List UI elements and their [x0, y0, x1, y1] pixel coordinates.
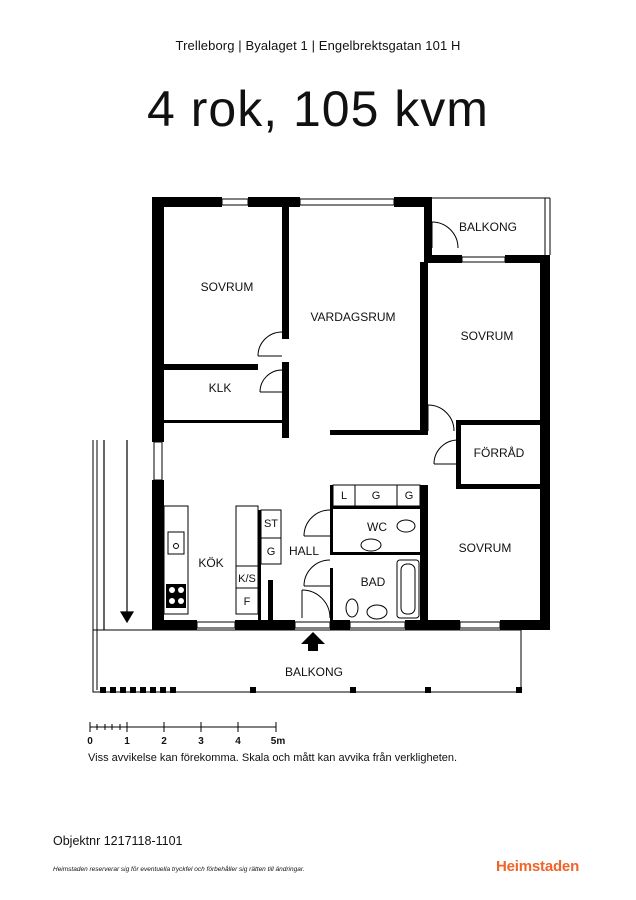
page-title: 4 rok, 105 kvm — [147, 81, 489, 137]
room-bad: BAD — [361, 575, 386, 589]
scale-tick-2: 2 — [161, 736, 167, 747]
balcony-railing — [100, 687, 522, 693]
appliance-boxes — [260, 484, 421, 565]
balcony-bottom-outline — [92, 440, 522, 693]
label-l: L — [341, 490, 347, 502]
room-kok: KÖK — [198, 556, 223, 570]
stove-icon — [166, 584, 186, 608]
label-ks: K/S — [238, 573, 256, 585]
room-balkong-top: BALKONG — [459, 220, 517, 234]
room-vardagsrum: VARDAGSRUM — [310, 310, 395, 324]
address-subtitle: Trelleborg | Byalaget 1 | Engelbrektsgat… — [175, 38, 461, 53]
scale-tick-1: 1 — [124, 736, 130, 747]
scale-disclaimer: Viss avvikelse kan förekomma. Skala och … — [88, 752, 458, 764]
exterior-walls — [152, 197, 550, 630]
bath-fixtures — [345, 519, 420, 620]
legal-note: Heimstaden reserverar sig för eventuella… — [53, 866, 305, 873]
room-klk: KLK — [209, 381, 232, 395]
label-f: F — [244, 596, 251, 608]
windows — [153, 198, 506, 629]
scale-tick-0: 0 — [87, 736, 93, 747]
label-g1: G — [372, 490, 381, 502]
interior-walls — [164, 207, 550, 625]
room-sovrum-1: SOVRUM — [201, 280, 254, 294]
room-sovrum-2: SOVRUM — [461, 329, 514, 343]
entrance-arrow-icon — [301, 632, 325, 651]
sink-icon — [167, 531, 185, 555]
room-wc: WC — [367, 520, 387, 534]
balcony-arrow — [103, 440, 135, 630]
scale-bar — [89, 722, 277, 732]
room-balkong-bottom: BALKONG — [285, 665, 343, 679]
room-hall: HALL — [289, 544, 319, 558]
scale-tick-4: 4 — [235, 736, 241, 747]
kitchen-counter — [163, 505, 259, 615]
label-g2: G — [405, 490, 414, 502]
label-st: ST — [264, 518, 278, 530]
door-swings — [257, 221, 459, 619]
room-forrad: FÖRRÅD — [474, 445, 525, 460]
object-number: Objektnr 1217118-1101 — [53, 834, 183, 848]
balcony-top-outline — [432, 197, 551, 255]
heimstaden-logo: Heimstaden — [496, 858, 580, 875]
scale-tick-5m: 5m — [271, 736, 286, 747]
label-g3: G — [267, 546, 276, 558]
room-sovrum-3: SOVRUM — [459, 541, 512, 555]
scale-tick-3: 3 — [198, 736, 204, 747]
